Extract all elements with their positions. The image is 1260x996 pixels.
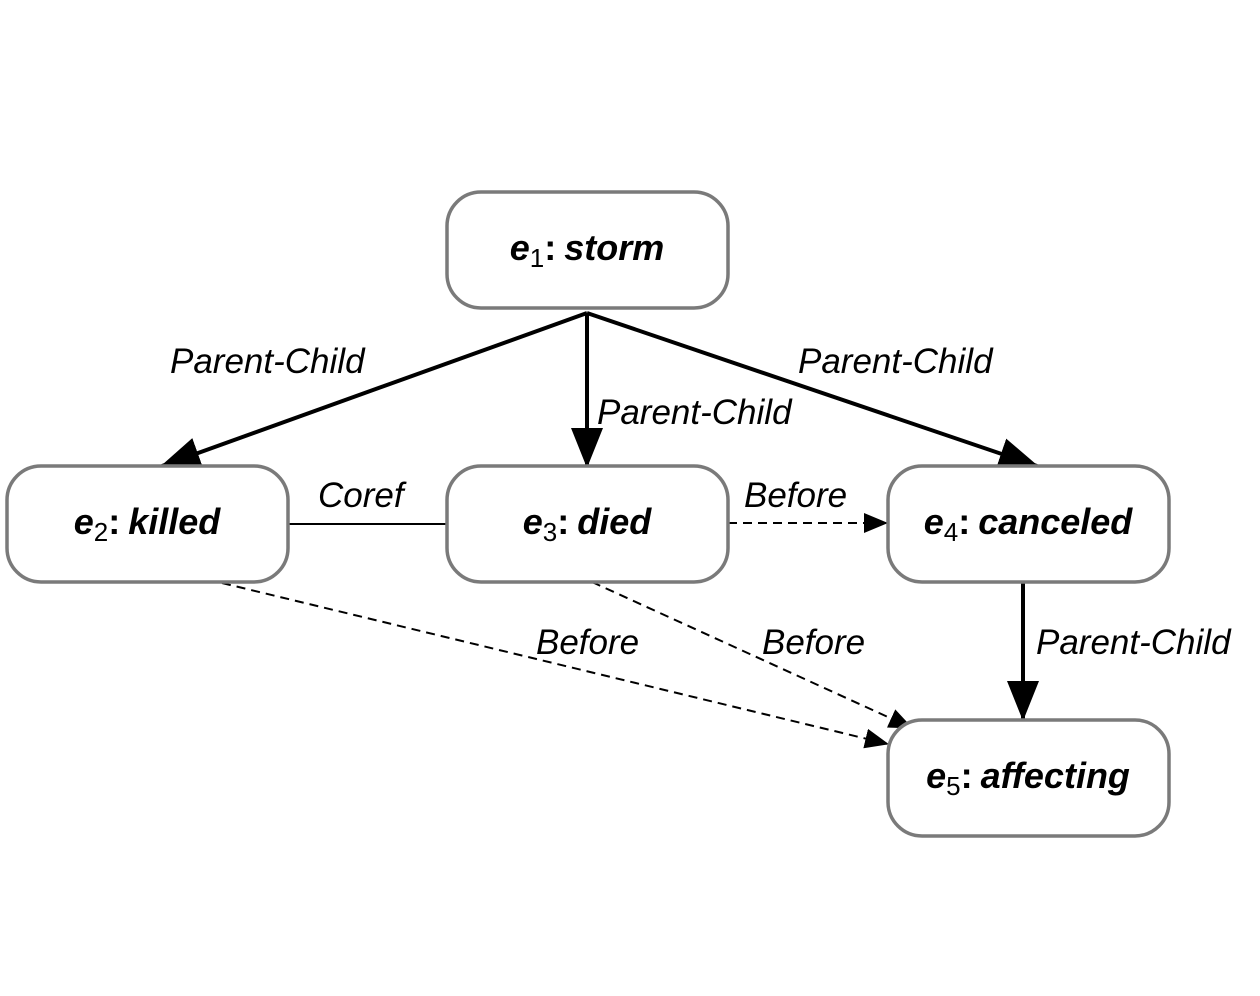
edge-label-e4-e5: Parent-Child xyxy=(1036,623,1232,662)
node-label: e2:killed xyxy=(74,501,222,547)
edge-labels: Parent-Child Parent-Child Parent-Child P… xyxy=(170,342,1232,662)
edge-e1-e2 xyxy=(160,311,588,469)
node-box xyxy=(886,464,1171,584)
node-box xyxy=(5,464,290,584)
edge-label-e1-e2: Parent-Child xyxy=(170,342,366,381)
node-label: e3:died xyxy=(523,501,653,547)
node-e1: e1:storm xyxy=(445,190,730,310)
edge-label-e3-e4: Before xyxy=(744,476,847,515)
edge-e1-e4 xyxy=(586,311,1039,469)
edge-e2-e5 xyxy=(221,582,889,749)
node-box xyxy=(886,718,1171,838)
node-label: e1:storm xyxy=(510,227,665,273)
edge-e3-e5 xyxy=(591,581,913,729)
node-box xyxy=(445,190,730,310)
node-e2: e2:killed xyxy=(5,464,290,584)
node-box xyxy=(445,464,730,584)
edge-label-e1-e4: Parent-Child xyxy=(798,342,994,381)
edge-label-e2-e3: Coref xyxy=(318,476,407,515)
node-e5: e5:affecting xyxy=(886,718,1171,838)
edge-label-e3-e5: Before xyxy=(762,623,865,662)
edge-label-e1-e3: Parent-Child xyxy=(597,393,793,432)
edges xyxy=(160,311,1039,749)
node-label: e5:affecting xyxy=(926,755,1130,801)
node-label: e4:canceled xyxy=(924,501,1134,547)
node-e4: e4:canceled xyxy=(886,464,1171,584)
node-e3: e3:died xyxy=(445,464,730,584)
edge-label-e2-e5: Before xyxy=(536,623,639,662)
